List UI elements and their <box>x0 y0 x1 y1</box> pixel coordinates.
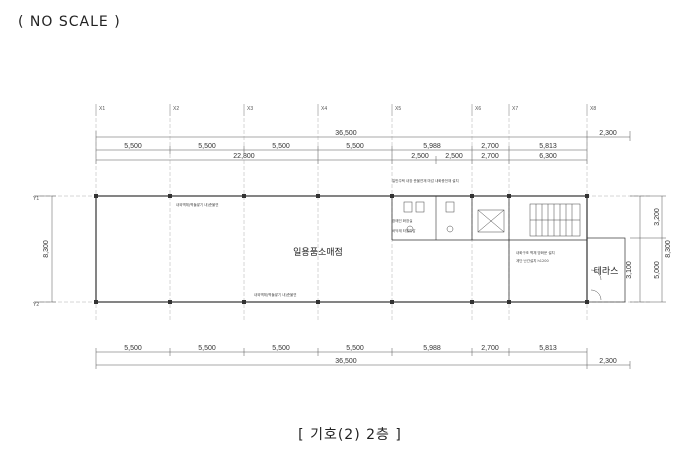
scale-note: ( NO SCALE ) <box>18 14 121 30</box>
dim-bottom-bay-7: 5,813 <box>539 345 557 352</box>
grid-label-x6: X6 <box>475 106 481 112</box>
dim-bottom-right-extension: 2,300 <box>599 358 617 365</box>
dim-right-depth-total: 8,300 <box>665 240 672 258</box>
toilet <box>415 201 425 213</box>
dim-top-sub-right-2: 2,500 <box>445 153 463 160</box>
dim-left-depth: 8,300 <box>43 240 50 258</box>
building-outline <box>95 195 626 303</box>
column <box>168 194 172 198</box>
dim-top-bay-3: 5,500 <box>272 143 290 150</box>
dim-top-bay-1: 5,500 <box>124 143 142 150</box>
annotation-stair-note: 계단 난간설치 h1200 <box>516 258 549 263</box>
bottom-dimension-lines <box>95 348 631 369</box>
door-swing <box>590 289 602 301</box>
dim-top-sub-right-1: 2,500 <box>411 153 429 160</box>
annotation-wall-bottom: 내외벽체(벽돌쌓기 내)준불연 <box>254 292 296 297</box>
grid-label-x1: X1 <box>99 106 105 112</box>
annotation-restroom-label: 장애인 화장실 <box>392 218 412 223</box>
toilet <box>403 201 413 213</box>
stair <box>529 203 581 237</box>
grid-label-x2: X2 <box>173 106 179 112</box>
column <box>94 300 98 304</box>
column <box>242 300 246 304</box>
top-dimension-lines <box>95 131 631 164</box>
column <box>470 300 474 304</box>
column <box>585 300 589 304</box>
annotation-core-note: 내화구조 벽체 방화문 설치 <box>516 250 555 255</box>
dim-bottom-bay-3: 5,500 <box>272 345 290 352</box>
dim-top-bay-5: 5,988 <box>423 143 441 150</box>
dim-right-extension-top: 2,300 <box>599 130 617 137</box>
room-label-retail: 일용품소매점 <box>293 246 343 258</box>
dim-bottom-bay-4: 5,500 <box>346 345 364 352</box>
column <box>585 194 589 198</box>
column <box>390 194 394 198</box>
toilet <box>445 201 455 213</box>
grid-label-x4: X4 <box>321 106 327 112</box>
column <box>94 194 98 198</box>
annotation-restroom-note: 바닥재 타일마감 <box>392 228 416 233</box>
dim-top-sub-right-3: 2,700 <box>481 153 499 160</box>
washbasin <box>406 225 414 233</box>
grid-label-y2: Y2 <box>33 302 39 308</box>
dim-bottom-bay-2: 5,500 <box>198 345 216 352</box>
column <box>390 300 394 304</box>
annotation-restroom-top: 일반주택 내장 준불연재 마감 내화충전재 설치 <box>392 178 459 183</box>
grid-label-x7: X7 <box>512 106 518 112</box>
column <box>470 194 474 198</box>
column <box>316 300 320 304</box>
column <box>242 194 246 198</box>
dim-bottom-overall: 36,500 <box>335 358 357 365</box>
grid-label-x3: X3 <box>247 106 253 112</box>
dim-overall-top: 36,500 <box>335 130 357 137</box>
terrace-outline <box>586 237 626 303</box>
dim-bottom-bay-5: 5,988 <box>423 345 441 352</box>
room-label-terrace: 테라스 <box>594 266 619 277</box>
grid-column-labels <box>95 104 588 116</box>
structural-columns <box>94 194 589 304</box>
column <box>168 300 172 304</box>
column <box>507 300 511 304</box>
annotation-wall-top: 내외벽체(벽돌쌓기 내)준불연 <box>176 202 218 207</box>
restroom-fixtures <box>403 201 505 233</box>
dim-top-bay-2: 5,500 <box>198 143 216 150</box>
dim-right-depth-upper: 3,200 <box>654 208 661 226</box>
right-dimension <box>630 195 666 303</box>
dim-top-bay-7: 5,813 <box>539 143 557 150</box>
terrace-door <box>590 269 602 301</box>
grid-label-x8: X8 <box>590 106 596 112</box>
dim-top-sub-right-4: 6,300 <box>539 153 557 160</box>
dim-terrace-depth: 3,100 <box>626 261 633 279</box>
washbasin <box>446 225 454 233</box>
dim-right-depth-lower: 5,000 <box>654 261 661 279</box>
door-swing <box>590 269 602 281</box>
dim-top-bay-6: 2,700 <box>481 143 499 150</box>
dim-bottom-bay-6: 2,700 <box>481 345 499 352</box>
drawing-caption: [ 기호(2) 2층 ] <box>298 427 402 443</box>
column <box>507 194 511 198</box>
grid-label-x5: X5 <box>395 106 401 112</box>
grid-label-y1: Y1 <box>33 196 39 202</box>
column <box>316 194 320 198</box>
left-dimension <box>34 195 56 303</box>
elevator-cross <box>477 209 505 233</box>
dim-top-bay-4: 5,500 <box>346 143 364 150</box>
elevator-shaft <box>477 209 505 233</box>
dim-bottom-bay-1: 5,500 <box>124 345 142 352</box>
